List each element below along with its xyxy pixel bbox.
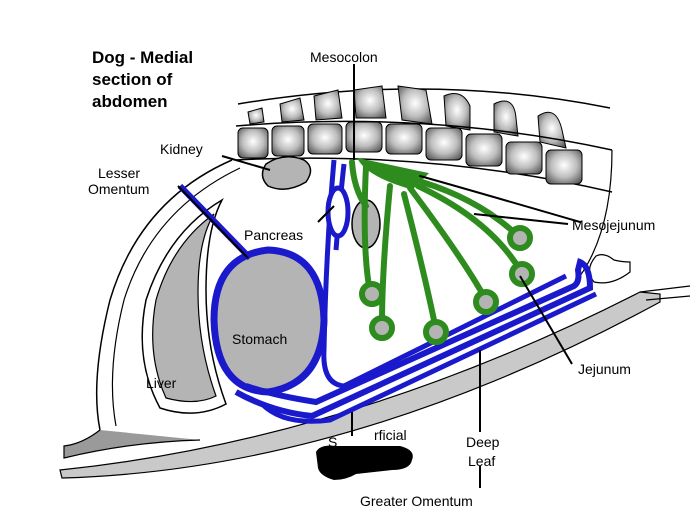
leader-lines [177, 64, 573, 488]
label-mesojejunum: Mesojejunum [572, 217, 655, 233]
label-deep-leaf-2: Leaf [468, 453, 495, 469]
label-lesser-omentum-1: Lesser [98, 165, 140, 181]
mesojejunum-shape [349, 157, 581, 333]
greater-omentum-shape [177, 159, 598, 424]
label-greater-omentum: Greater Omentum [360, 493, 473, 509]
label-mesocolon: Mesocolon [310, 49, 378, 65]
jejunum-loops [359, 225, 535, 345]
label-stomach: Stomach [232, 331, 287, 347]
label-superficial-leaf-partial: S [328, 434, 337, 450]
kidney-shape [261, 156, 312, 190]
title-line-2: section of [92, 70, 173, 89]
label-kidney: Kidney [160, 141, 203, 157]
label-pancreas: Pancreas [244, 227, 303, 243]
title-line-3: abdomen [92, 92, 168, 111]
redaction-blot [316, 445, 413, 480]
label-deep-leaf-1: Deep [466, 434, 500, 450]
liver-shape [141, 197, 227, 414]
label-lesser-omentum-2: Omentum [88, 181, 149, 197]
label-jejunum: Jejunum [578, 361, 631, 377]
body-wall [59, 149, 691, 479]
label-liver: Liver [146, 375, 177, 391]
title-line-1: Dog - Medial [92, 48, 194, 67]
label-superficial-leaf-partial-2: rficial [374, 427, 407, 443]
